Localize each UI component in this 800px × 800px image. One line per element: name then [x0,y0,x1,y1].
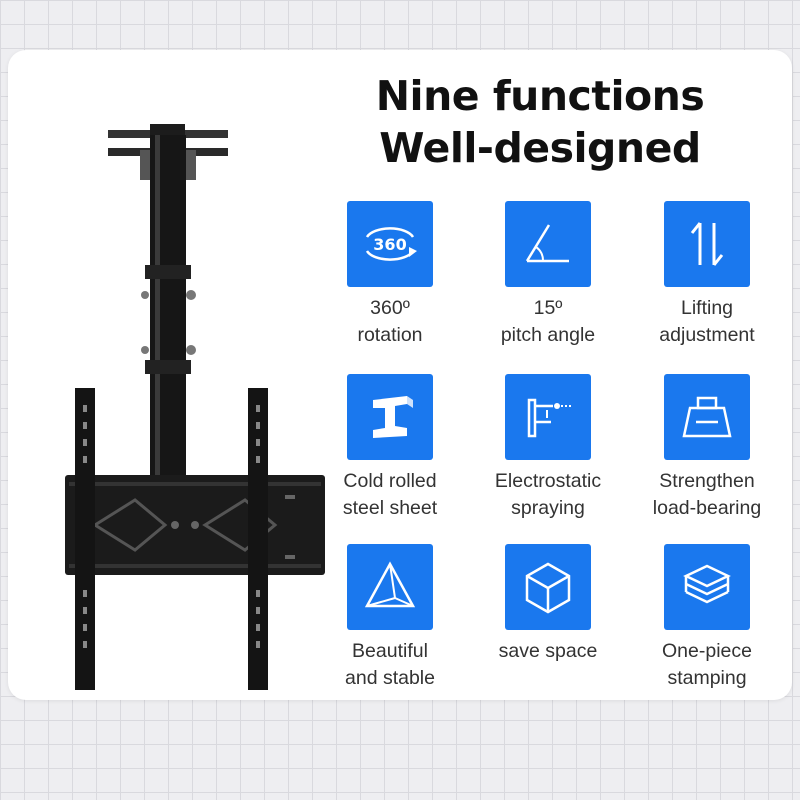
feature-steel: Cold rolled steel sheet [305,374,475,522]
spray-icon [527,398,571,438]
feature-label: Lifting adjustment [659,297,755,346]
cube-icon [525,562,571,614]
headline: Nine functions Well-designed [330,70,750,174]
feature-tile: 360 [347,201,433,287]
feature-label: One-piece stamping [662,640,752,689]
feature-tile [505,374,591,460]
tv-ceiling-mount-image [65,124,325,690]
feature-save-space: save space [463,544,633,665]
feature-stable: Beautiful and stable [305,544,475,692]
pyramid-icon [364,561,416,608]
feature-lifting: Lifting adjustment [622,201,792,349]
feature-label: save space [498,640,598,662]
feature-spraying: Electrostatic spraying [463,374,633,522]
feature-tile [347,544,433,630]
headline-line-1: Nine functions [375,72,705,120]
pitch-angle-icon [525,224,569,263]
stacked-layers-icon [683,564,731,604]
lifting-arrows-icon [690,222,724,266]
feature-rotation: 360 360º rotation [305,201,475,349]
feature-label: 15º pitch angle [500,297,596,346]
feature-tile [664,201,750,287]
feature-tile [505,544,591,630]
feature-label: Strengthen load-bearing [652,470,762,519]
feature-tile [347,374,433,460]
headline-line-2: Well-designed [379,124,701,172]
feature-label: Cold rolled steel sheet [342,470,438,519]
feature-pitch-angle: 15º pitch angle [463,201,633,349]
steel-beam-icon [373,396,413,438]
feature-tile [664,374,750,460]
weight-icon [682,396,732,438]
feature-label: 360º rotation [357,297,423,346]
feature-load-bearing: Strengthen load-bearing [622,374,792,522]
feature-label: Beautiful and stable [345,640,435,689]
feature-label: Electrostatic spraying [494,470,602,519]
svg-text:360: 360 [373,235,406,254]
feature-tile [664,544,750,630]
rotation-360-icon: 360 [365,227,417,261]
feature-stamping: One-piece stamping [622,544,792,692]
feature-tile [505,201,591,287]
